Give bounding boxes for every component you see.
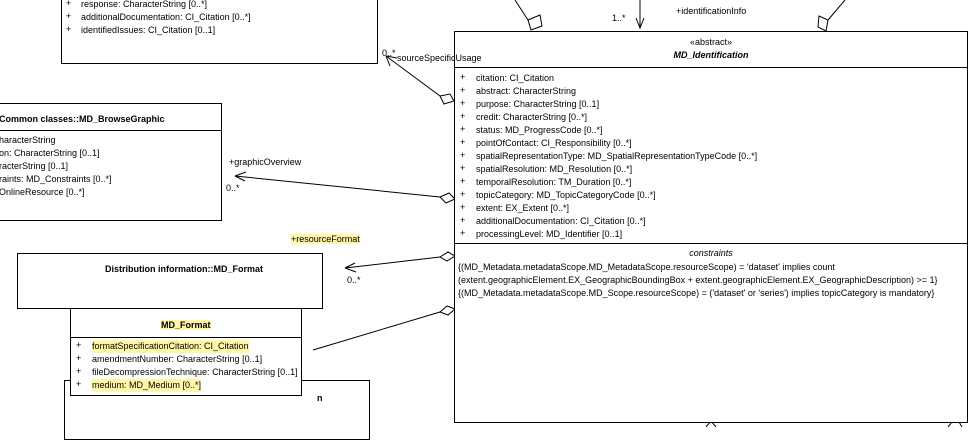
attr-prefix: +	[76, 340, 82, 350]
attr-prefix: +	[76, 353, 82, 363]
graphic-multiplicity: 0..*	[226, 183, 240, 193]
md-format-class: MD_Format + formatSpecificationCitation:…	[70, 308, 302, 396]
attr-prefix: +	[76, 366, 82, 376]
attr-prefix: +	[460, 163, 466, 173]
attr-prefix: +	[66, 11, 72, 21]
partial-title: n	[317, 393, 323, 403]
attr-prefix: +	[460, 111, 466, 121]
attr-prefix: +	[460, 124, 466, 134]
attr-prefix: +	[460, 72, 466, 82]
attr-format-specification-citation: formatSpecificationCitation: CI_Citation	[92, 340, 249, 353]
identification-attribute: processingLevel: MD_Identifier [0..1]	[476, 229, 623, 239]
ident-role-label: +identificationInfo	[676, 6, 747, 16]
attr-prefix: +	[460, 137, 466, 147]
identification-attribute: status: MD_ProgressCode [0..*]	[476, 125, 603, 135]
identification-attribute: extent: EX_Extent [0..*]	[476, 203, 570, 213]
graphic-role-label: +graphicOverview	[229, 157, 302, 167]
attr-file-decompression-technique: fileDecompressionTechnique: CharacterStr…	[92, 367, 298, 377]
attr-prefix: +	[460, 98, 466, 108]
class-title: Distribution information::MD_Format	[105, 264, 263, 274]
attr: on: CharacterString [0..1]	[0, 148, 100, 158]
attr-prefix: +	[66, 0, 72, 8]
identification-attribute: credit: CharacterString [0..*]	[476, 112, 588, 122]
identification-attribute: additionalDocumentation: CI_Citation [0.…	[476, 216, 646, 226]
class-title: Common classes::MD_BrowseGraphic	[0, 114, 165, 124]
constraint-line: {(MD_Metadata.metadataScope.MD_MetadataS…	[458, 262, 835, 272]
constraints-title: constraints	[689, 248, 733, 258]
association-lines	[101, 0, 963, 427]
constraint-line: (extent.geographicElement.EX_GeographicB…	[458, 275, 938, 285]
attr-prefix: +	[460, 189, 466, 199]
format-multiplicity: 0..*	[347, 275, 361, 285]
attr-additional-documentation: additionalDocumentation: CI_Citation [0.…	[81, 12, 251, 22]
attr: racterString [0..1]	[0, 161, 69, 171]
top-class-box: + response: CharacterString [0..*] + add…	[61, 0, 378, 64]
attr-prefix: +	[460, 150, 466, 160]
source-multiplicity: 0..*	[382, 48, 396, 58]
source-role-label: sourceSpecificUsage	[397, 53, 482, 63]
identification-attribute: topicCategory: MD_TopicCategoryCode [0..…	[476, 190, 656, 200]
attr-medium: medium: MD_Medium [0..*]	[92, 379, 202, 392]
ident-multiplicity: 1..*	[612, 13, 626, 23]
identification-attribute: pointOfContact: CI_Responsibility [0..*]	[476, 138, 632, 148]
class-title: MD_Identification	[673, 50, 749, 60]
attr-prefix: +	[460, 85, 466, 95]
constraint-line: {(MD_Metadata.metadataScope.MD_Scope.res…	[458, 288, 935, 298]
identification-attribute: purpose: CharacterString [0..1]	[476, 99, 600, 109]
attr-prefix: +	[76, 379, 82, 389]
attr-prefix: +	[460, 202, 466, 212]
attr: raints: MD_Constraints [0..*]	[0, 174, 112, 184]
md-identification-class: «abstract» MD_Identification + citation: …	[454, 31, 968, 423]
distribution-format-class: Distribution information::MD_Format	[17, 253, 323, 309]
attr-prefix: +	[460, 228, 466, 238]
attr: haracterString	[0, 135, 56, 145]
browse-graphic-class: Common classes::MD_BrowseGraphic haracte…	[0, 103, 222, 221]
identification-attribute: spatialResolution: MD_Resolution [0..*]	[476, 164, 633, 174]
attr: OnlineResource [0..*]	[0, 187, 85, 197]
class-title: MD_Format	[161, 320, 211, 330]
attr-response: response: CharacterString [0..*]	[81, 0, 208, 9]
attr-identified-issues: identifiedIssues: CI_Citation [0..1]	[81, 25, 216, 35]
stereotype: «abstract»	[689, 37, 733, 47]
identification-attribute: temporalResolution: TM_Duration [0..*]	[476, 177, 632, 187]
attr-prefix: +	[66, 24, 72, 34]
identification-attribute: abstract: CharacterString	[476, 86, 577, 96]
identification-attribute: citation: CI_Citation	[476, 73, 555, 83]
identification-attribute: spatialRepresentationType: MD_SpatialRep…	[476, 151, 758, 161]
attr-prefix: +	[460, 176, 466, 186]
attr-prefix: +	[460, 215, 466, 225]
format-role-label: +resourceFormat	[291, 234, 360, 244]
attr-amendment-number: amendmentNumber: CharacterString [0..1]	[92, 354, 263, 364]
